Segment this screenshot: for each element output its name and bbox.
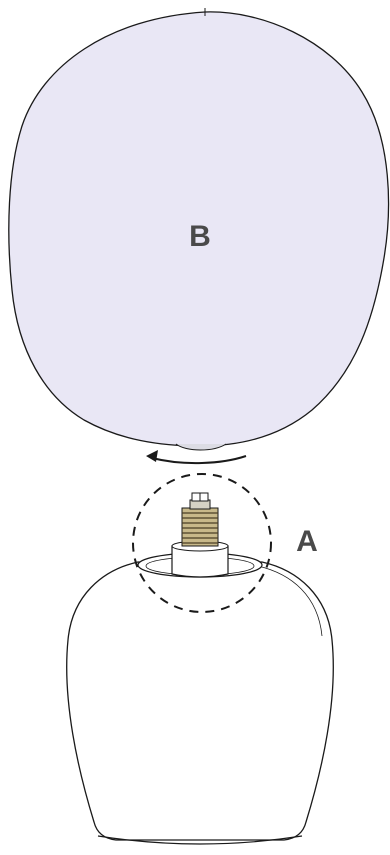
base-body: [66, 561, 334, 841]
dashed-detail-circle: [132, 473, 272, 613]
socket-assembly: [171, 492, 229, 578]
stem-threads: [182, 512, 218, 544]
threaded-stem: [181, 507, 219, 547]
socket-label: A: [296, 525, 318, 558]
shade-base-rim: [175, 443, 227, 451]
counterclockwise-arrow-icon: [146, 450, 247, 465]
socket-sleeve: [171, 545, 229, 578]
base-bottom-rim: [97, 835, 303, 845]
lamp-shade: B: [8, 8, 390, 451]
shade-label: B: [189, 220, 211, 253]
base-body-inner-line: [257, 565, 323, 637]
lamp-base: [66, 552, 334, 845]
